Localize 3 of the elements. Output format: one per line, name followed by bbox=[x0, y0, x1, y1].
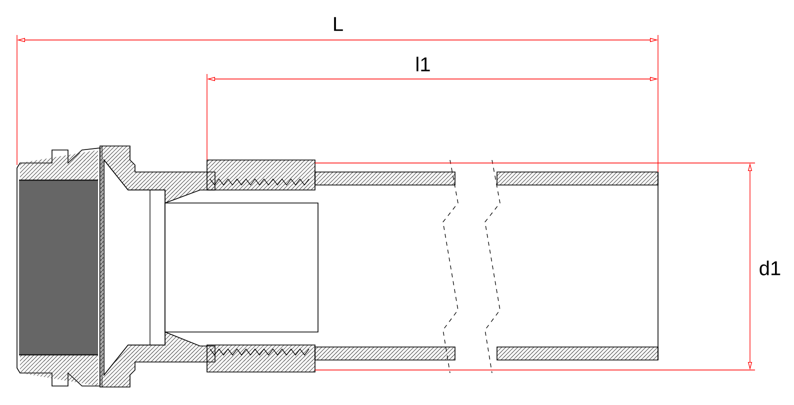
dimension-label: d1 bbox=[760, 260, 780, 276]
dimension-label: L bbox=[334, 17, 343, 31]
dimension-label: l1 bbox=[416, 56, 430, 72]
